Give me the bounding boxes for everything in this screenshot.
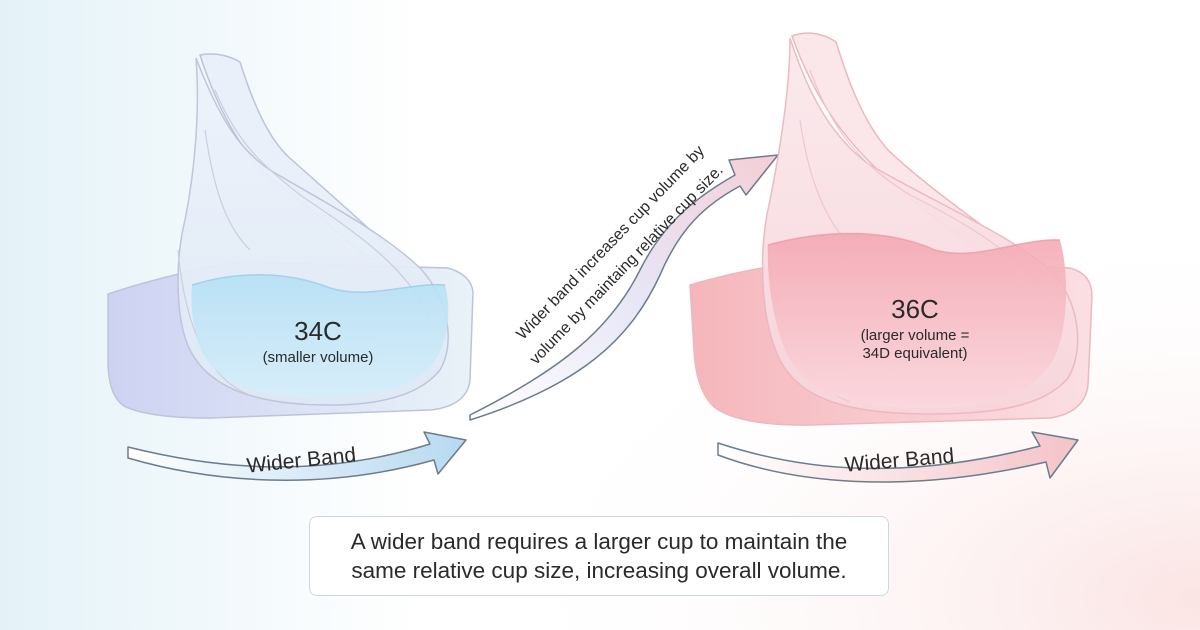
caption-box: A wider band requires a larger cup to ma… <box>309 516 889 596</box>
left-cup-size-label: 34C <box>294 316 342 346</box>
right-bra <box>689 32 1093 426</box>
center-curved-arrow <box>469 154 779 421</box>
right-cup-volume-note-line1: (larger volume = <box>861 327 970 344</box>
left-cup-volume-note: (smaller volume) <box>263 349 374 366</box>
left-wider-band-arrow <box>127 431 467 481</box>
caption-text: A wider band requires a larger cup to ma… <box>350 529 848 583</box>
left-cup-water <box>191 274 449 398</box>
right-cup-water <box>767 233 1067 408</box>
right-cup-volume-note-line2: 34D equivalent) <box>862 345 967 362</box>
left-bra <box>107 53 474 419</box>
right-wider-band-arrow <box>717 431 1079 483</box>
right-cup-size-label: 36C <box>891 294 939 324</box>
